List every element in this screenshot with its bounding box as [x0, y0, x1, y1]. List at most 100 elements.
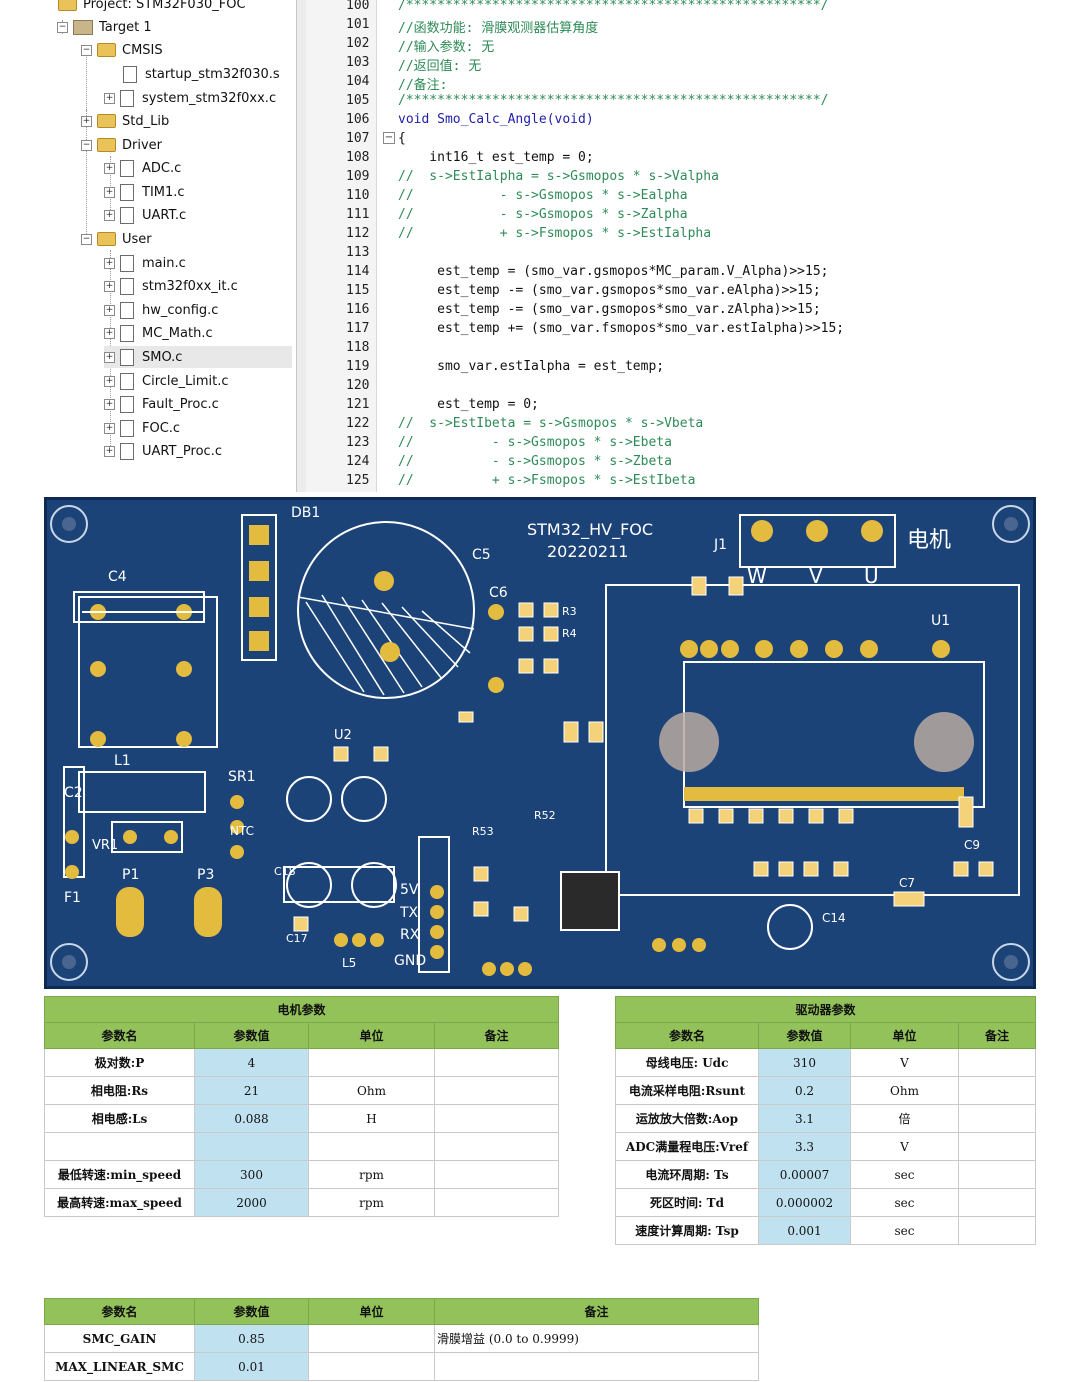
code-line[interactable]: /***************************************… [398, 93, 829, 108]
unit-cell[interactable]: V [850, 1048, 959, 1077]
param-name-cell[interactable]: 最低转速:min_speed [44, 1160, 195, 1189]
param-name-cell[interactable]: 运放放大倍数:Aop [615, 1104, 759, 1133]
param-name-cell[interactable]: MAX_LINEAR_SMC [44, 1352, 195, 1381]
code-line[interactable]: // - s->Gsmopos * s->Ebeta [398, 435, 672, 450]
unit-cell[interactable]: rpm [308, 1188, 435, 1217]
param-name-cell[interactable] [44, 1132, 195, 1161]
expand-icon[interactable]: + [104, 92, 115, 104]
expand-icon[interactable]: + [104, 304, 115, 316]
tree-group-driver[interactable]: − Driver [81, 137, 163, 153]
tree-file-main[interactable]: + main.c [104, 254, 186, 272]
note-cell[interactable] [433, 1188, 560, 1217]
note-cell[interactable] [957, 1104, 1037, 1133]
tree-file-startup[interactable]: startup_stm32f030.s [123, 63, 280, 85]
unit-cell[interactable] [308, 1324, 435, 1353]
param-value-cell[interactable]: 4 [194, 1048, 309, 1077]
code-line[interactable]: // + s->Fsmopos * s->EstIbeta [398, 473, 696, 488]
note-cell[interactable] [957, 1132, 1037, 1161]
expand-icon[interactable]: + [104, 445, 115, 457]
unit-cell[interactable]: rpm [308, 1160, 435, 1189]
note-cell[interactable] [957, 1188, 1037, 1217]
collapse-icon[interactable]: − [57, 21, 68, 33]
param-value-cell[interactable]: 300 [194, 1160, 309, 1189]
code-line[interactable]: // - s->Gsmopos * s->Zalpha [398, 207, 688, 222]
tree-file-hwconfig[interactable]: + hw_config.c [104, 301, 219, 319]
param-name-cell[interactable]: SMC_GAIN [44, 1324, 195, 1353]
code-line[interactable]: //输入参数: 无 [398, 40, 495, 55]
note-cell[interactable]: 滑膜增益 (0.0 to 0.9999) [434, 1324, 759, 1353]
expand-icon[interactable]: + [104, 422, 115, 434]
code-line[interactable]: //返回值: 无 [398, 59, 482, 74]
code-line[interactable]: int16_t est_temp = 0; [398, 150, 594, 165]
param-name-cell[interactable]: 相电阻:Rs [44, 1076, 195, 1105]
tree-target[interactable]: − Target 1 [57, 19, 152, 35]
tree-group-cmsis[interactable]: − CMSIS [81, 42, 163, 58]
code-line[interactable]: // s->EstIbeta = s->Gsmopos * s->Vbeta [398, 416, 704, 431]
note-cell[interactable] [433, 1076, 560, 1105]
code-line[interactable]: est_temp -= (smo_var.gsmopos*smo_var.eAl… [398, 283, 821, 298]
code-line[interactable]: //函数功能: 滑膜观测器估算角度 [398, 21, 599, 36]
unit-cell[interactable]: Ohm [308, 1076, 435, 1105]
code-line[interactable]: // + s->Fsmopos * s->EstIalpha [398, 226, 712, 241]
expand-icon[interactable]: + [104, 280, 115, 292]
collapse-icon[interactable]: − [81, 44, 92, 56]
note-cell[interactable] [433, 1160, 560, 1189]
tree-file-tim1[interactable]: + TIM1.c [104, 183, 185, 201]
param-value-cell[interactable]: 0.088 [194, 1104, 309, 1133]
unit-cell[interactable] [308, 1132, 435, 1161]
code-line[interactable]: //备注: [398, 78, 448, 93]
collapse-icon[interactable]: − [81, 233, 92, 245]
unit-cell[interactable]: 倍 [850, 1104, 959, 1133]
code-editor[interactable]: − /*************************************… [306, 0, 1066, 492]
note-cell[interactable] [434, 1352, 759, 1381]
param-name-cell[interactable]: ADC满量程电压:Vref [615, 1132, 759, 1161]
unit-cell[interactable]: V [850, 1132, 959, 1161]
unit-cell[interactable]: Ohm [850, 1076, 959, 1105]
param-value-cell[interactable]: 3.1 [758, 1104, 851, 1133]
param-name-cell[interactable]: 电流采样电阻:Rsunt [615, 1076, 759, 1105]
tree-group-stdlib[interactable]: + Std_Lib [81, 113, 170, 129]
param-value-cell[interactable]: 0.001 [758, 1216, 851, 1245]
param-value-cell[interactable]: 0.00007 [758, 1160, 851, 1189]
param-value-cell[interactable]: 2000 [194, 1188, 309, 1217]
param-value-cell[interactable]: 0.85 [194, 1324, 309, 1353]
param-name-cell[interactable]: 速度计算周期: Tsp [615, 1216, 759, 1245]
note-cell[interactable] [957, 1048, 1037, 1077]
note-cell[interactable] [433, 1048, 560, 1077]
tree-file-foc[interactable]: + FOC.c [104, 419, 181, 437]
expand-icon[interactable]: + [104, 257, 115, 269]
tree-file-uart[interactable]: + UART.c [104, 206, 187, 224]
tree-file-faultproc[interactable]: + Fault_Proc.c [104, 395, 219, 413]
code-line[interactable]: void Smo_Calc_Angle(void) [398, 112, 594, 127]
expand-icon[interactable]: + [104, 186, 115, 198]
param-name-cell[interactable]: 最高转速:max_speed [44, 1188, 195, 1217]
note-cell[interactable] [433, 1104, 560, 1133]
unit-cell[interactable]: sec [850, 1160, 959, 1189]
tree-file-mcmath[interactable]: + MC_Math.c [104, 324, 213, 342]
unit-cell[interactable]: sec [850, 1188, 959, 1217]
code-line[interactable]: // s->EstIalpha = s->Gsmopos * s->Valpha [398, 169, 719, 184]
expand-icon[interactable]: + [104, 375, 115, 387]
code-line[interactable]: est_temp -= (smo_var.gsmopos*smo_var.zAl… [398, 302, 821, 317]
param-value-cell[interactable]: 3.3 [758, 1132, 851, 1161]
note-cell[interactable] [433, 1132, 560, 1161]
tree-file-it[interactable]: + stm32f0xx_it.c [104, 277, 238, 295]
unit-cell[interactable] [308, 1352, 435, 1381]
tree-file-adc[interactable]: + ADC.c [104, 159, 182, 177]
unit-cell[interactable]: H [308, 1104, 435, 1133]
param-name-cell[interactable]: 极对数:P [44, 1048, 195, 1077]
code-line[interactable]: { [398, 131, 406, 146]
tree-file-uartproc[interactable]: + UART_Proc.c [104, 442, 222, 460]
collapse-icon[interactable]: − [81, 139, 92, 151]
note-cell[interactable] [957, 1076, 1037, 1105]
param-name-cell[interactable]: 电流环周期: Ts [615, 1160, 759, 1189]
param-value-cell[interactable]: 0.2 [758, 1076, 851, 1105]
param-value-cell[interactable]: 310 [758, 1048, 851, 1077]
expand-icon[interactable]: + [104, 162, 115, 174]
expand-icon[interactable]: + [104, 398, 115, 410]
tree-file-system[interactable]: + system_stm32f0xx.c [104, 89, 277, 107]
tree-file-circlelimit[interactable]: + Circle_Limit.c [104, 372, 229, 390]
unit-cell[interactable]: sec [850, 1216, 959, 1245]
expand-icon[interactable]: + [104, 209, 115, 221]
param-name-cell[interactable]: 相电感:Ls [44, 1104, 195, 1133]
